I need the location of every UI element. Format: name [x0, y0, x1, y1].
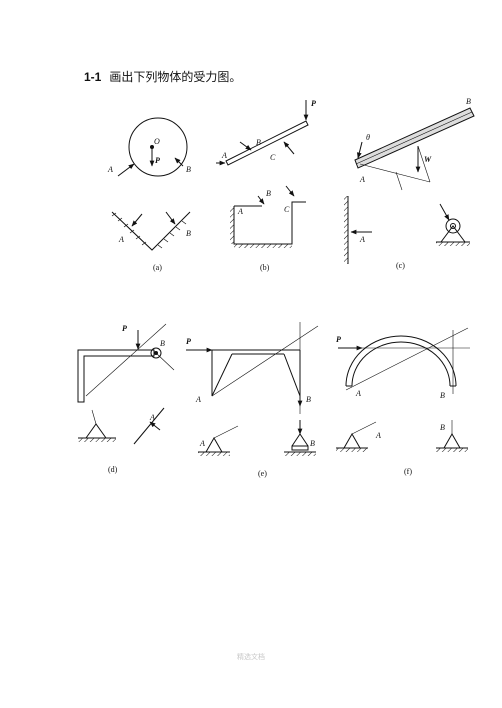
caption-a: (a) — [153, 263, 162, 272]
ray-line-2 — [417, 145, 431, 183]
support-ground-hatch-a — [198, 452, 230, 456]
pin-circle-outer — [445, 218, 461, 234]
groove-arrow-a — [131, 213, 143, 227]
label-p: P — [122, 324, 127, 333]
roller-triangle — [291, 433, 309, 447]
panel-a — [111, 117, 191, 251]
roller-base — [291, 445, 309, 451]
support-triangle-a — [205, 436, 223, 453]
force-arrow-b — [239, 141, 252, 151]
label-o: O — [154, 137, 160, 146]
beam-center-line — [355, 111, 473, 165]
v-groove-hatch — [111, 212, 187, 249]
arch-outer — [345, 335, 457, 387]
panel-d — [77, 323, 175, 445]
bent-bar — [77, 349, 155, 403]
support-triangle — [85, 423, 107, 439]
pin-reaction-arrow — [439, 203, 450, 221]
inclined-surface — [133, 407, 165, 445]
force-arrow-a — [395, 171, 403, 191]
label-b: B — [306, 395, 311, 404]
label-c: C — [270, 153, 276, 162]
force-arrow-b — [174, 157, 184, 167]
label-c2: C — [284, 205, 290, 214]
label-b2: B — [310, 439, 315, 448]
frame-right-leg — [283, 350, 301, 397]
support-hatch-bottom — [234, 244, 292, 248]
pin-triangle — [440, 225, 466, 243]
wall-hatch — [344, 196, 348, 264]
label-p: P — [311, 99, 316, 108]
label-b: B — [466, 97, 471, 106]
support-triangle-a — [343, 432, 361, 449]
force-arrow-c2 — [285, 185, 295, 197]
caption-d: (d) — [108, 465, 118, 474]
label-w: W — [424, 155, 432, 164]
arch-inner — [351, 341, 451, 387]
label-a-ball: A — [107, 165, 113, 174]
label-b-ball: B — [186, 165, 191, 174]
caption-e: (e) — [258, 469, 267, 478]
label-p: P — [155, 156, 160, 165]
support-arrow-a — [351, 421, 377, 435]
caption-b: (b) — [260, 263, 270, 272]
label-theta: θ — [366, 133, 370, 142]
force-arrow-c — [283, 141, 295, 155]
ray-line — [359, 163, 431, 183]
theta-arrow — [356, 141, 363, 159]
label-a2: A — [199, 439, 205, 448]
problem-statement: 画出下列物体的受力图。 — [109, 70, 242, 84]
groove-arrow-b — [165, 211, 176, 225]
support-triangle-b — [443, 432, 461, 449]
v-groove — [111, 211, 191, 251]
label-a: A — [149, 413, 155, 422]
roller-ground-hatch — [284, 452, 316, 456]
action-line — [345, 327, 469, 391]
panel-e — [186, 322, 319, 456]
pin-circle-inner — [450, 223, 456, 229]
label-a: A — [359, 175, 365, 184]
caption-f: (f) — [404, 467, 412, 476]
reaction-line — [155, 352, 175, 371]
label-a: A — [221, 151, 227, 160]
label-b2: B — [266, 189, 271, 198]
support-ground-hatch-a — [336, 448, 368, 452]
label-b-groove: B — [186, 229, 191, 238]
label-b2: B — [440, 423, 445, 432]
action-line — [211, 325, 319, 397]
panel-c — [344, 107, 475, 264]
label-a: A — [195, 395, 201, 404]
ball — [128, 117, 188, 177]
label-a: A — [355, 389, 361, 398]
support-arrow — [91, 409, 97, 425]
panel-b — [216, 100, 309, 248]
label-a-groove: A — [118, 235, 124, 244]
step-support — [233, 201, 306, 245]
support-ground-hatch-b — [436, 448, 468, 452]
pin-ground-hatch — [436, 242, 470, 246]
force-arrow-b2 — [257, 195, 265, 205]
caption-c: (c) — [396, 261, 405, 270]
problem-heading: 1-1 画出下列物体的受力图。 — [84, 68, 241, 85]
label-p: P — [336, 335, 341, 344]
problem-number: 1-1 — [84, 70, 102, 84]
label-b: B — [256, 138, 261, 147]
support-hatch-left — [230, 206, 234, 244]
label-p: P — [186, 337, 191, 346]
label-a2: A — [359, 235, 365, 244]
label-a2: A — [375, 431, 381, 440]
end-pin — [150, 347, 162, 359]
force-arrow-a — [117, 163, 135, 177]
surface-arrow — [149, 421, 161, 431]
footer-watermark: 精选文档 — [237, 653, 265, 661]
panel-f — [336, 327, 470, 452]
label-b: B — [160, 339, 165, 348]
label-b: B — [440, 391, 445, 400]
label-a2: A — [237, 207, 243, 216]
support-arrow-a — [213, 425, 239, 439]
support-ground-hatch — [78, 438, 116, 442]
inclined-bar — [225, 120, 309, 166]
action-line — [85, 323, 167, 397]
